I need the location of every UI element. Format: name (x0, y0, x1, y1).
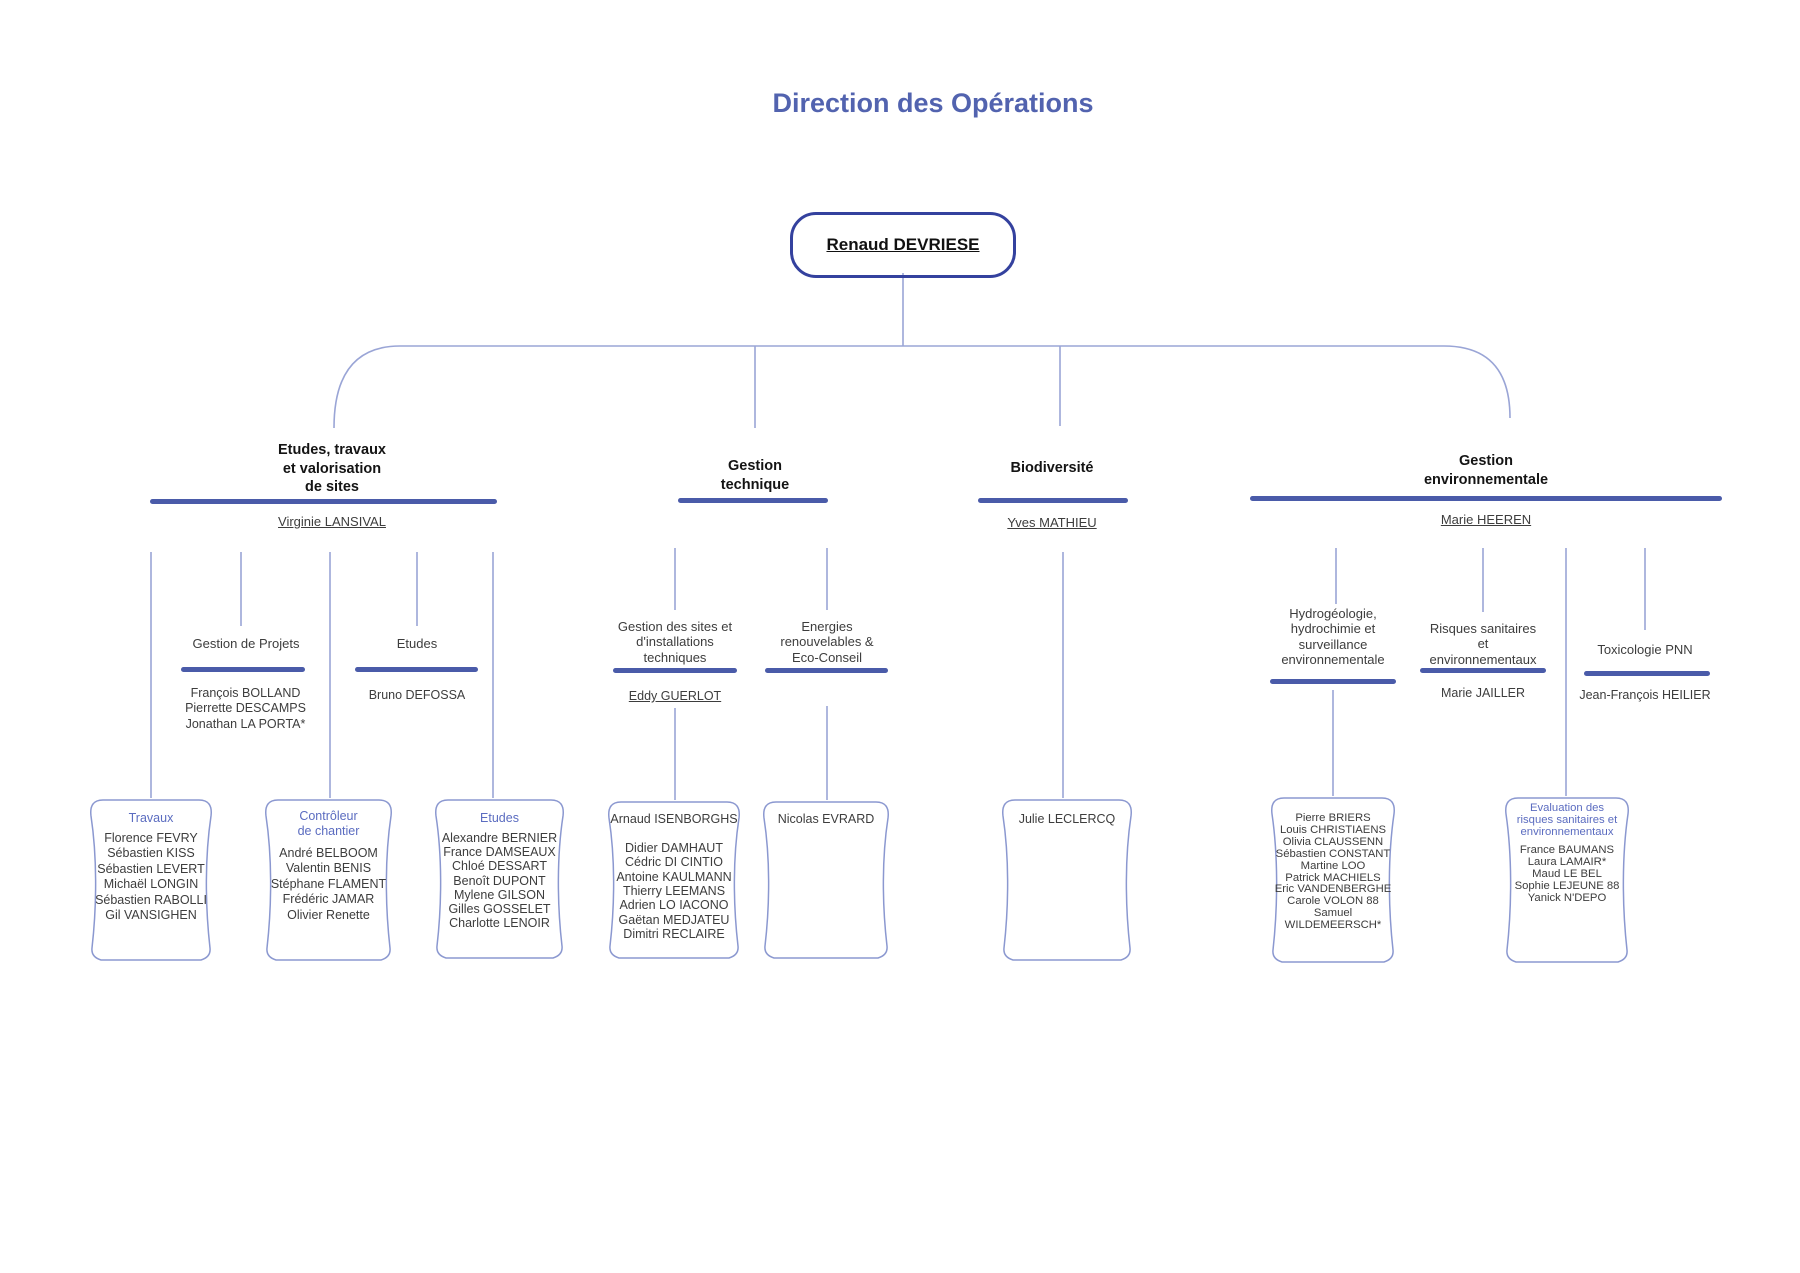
connector-rail (333, 345, 1511, 429)
energies-box-members: Nicolas EVRARD (777, 812, 875, 826)
page-title: Direction des Opérations (772, 88, 1094, 118)
etudes-box-members: Alexandre BERNIER France DAMSEAUX Chloé … (441, 831, 558, 931)
evaluation-box-label: Evaluation des risques sanitaires et env… (1516, 802, 1618, 838)
team-etudes-label: Etudes (396, 636, 438, 651)
dept3-bar (978, 498, 1128, 503)
team-energies-label: Energies renouvelables & Eco-Conseil (780, 619, 874, 665)
biodiversite-box-outline (1002, 799, 1132, 961)
team-gestion-projets-bar (181, 667, 305, 672)
director-box: Renaud DEVRIESE (790, 212, 1016, 278)
energies-box-outline (763, 801, 889, 959)
team-energies-bar (765, 668, 888, 673)
etudes-box-label: Etudes (480, 811, 519, 825)
director-name: Renaud DEVRIESE (826, 235, 980, 254)
sites-box-outline (608, 801, 740, 959)
team-toxicologie-bar (1584, 671, 1710, 676)
team-risques-label: Risques sanitaires et environnementaux (1429, 621, 1537, 667)
travaux-box-label: Travaux (128, 811, 174, 825)
hydro-box-members: Pierre BRIERS Louis CHRISTIAENS Olivia C… (1274, 812, 1392, 932)
evaluation-box-members: France BAUMANS Laura LAMAIR* Maud LE BEL… (1514, 844, 1620, 904)
dept3-manager: Yves MATHIEU (1007, 515, 1097, 530)
team-hydro-bar (1270, 679, 1396, 684)
hydro-box-outline (1271, 797, 1395, 963)
dept1-manager: Virginie LANSIVAL (278, 514, 386, 529)
team-sites-label: Gestion des sites et d'installations tec… (617, 619, 733, 665)
dept2-bar (678, 498, 828, 503)
dept1-heading: Etudes, travaux et valorisation de sites (278, 442, 386, 495)
travaux-box-members: Florence FEVRY Sébastien KISS Sébastien … (95, 831, 207, 923)
biodiversite-box-members: Julie LECLERCQ (1018, 812, 1116, 826)
dept4-heading: Gestion environnementale (1423, 453, 1549, 488)
controleur-box-label: Contrôleur de chantier (297, 809, 360, 839)
team-sites-bar (613, 668, 737, 673)
travaux-box-outline (90, 799, 212, 961)
dept1-bar (150, 499, 497, 504)
team-toxicologie-label: Toxicologie PNN (1597, 642, 1693, 657)
controleur-box-members: André BELBOOM Valentin BENIS Stéphane FL… (270, 846, 387, 922)
team-hydro-label: Hydrogéologie, hydrochimie et surveillan… (1281, 606, 1385, 668)
etudes-box-outline (435, 799, 564, 959)
dept4-manager: Marie HEEREN (1440, 512, 1532, 527)
connector-lines (150, 273, 1646, 800)
team-etudes-members: Bruno DEFOSSA (368, 688, 466, 702)
dept2-heading: Gestion technique (720, 458, 790, 493)
team-box-outlines (90, 797, 1629, 963)
team-gestion-projets-label: Gestion de Projets (192, 636, 300, 651)
evaluation-box-outline (1505, 797, 1629, 963)
team-sites-manager: Eddy GUERLOT (628, 689, 722, 703)
team-risques-bar (1420, 668, 1546, 673)
dept3-heading: Biodiversité (1010, 460, 1094, 476)
controleur-box-outline (265, 799, 392, 961)
sites-box-members: Arnaud ISENBORGHS Didier DAMHAUT Cédric … (610, 812, 738, 942)
team-toxicologie-manager: Jean-François HEILIER (1579, 688, 1711, 702)
team-risques-manager: Marie JAILLER (1440, 686, 1526, 700)
team-etudes-bar (355, 667, 478, 672)
dept4-bar (1250, 496, 1722, 501)
team-gestion-projets-members: François BOLLAND Pierrette DESCAMPS Jona… (185, 686, 306, 731)
